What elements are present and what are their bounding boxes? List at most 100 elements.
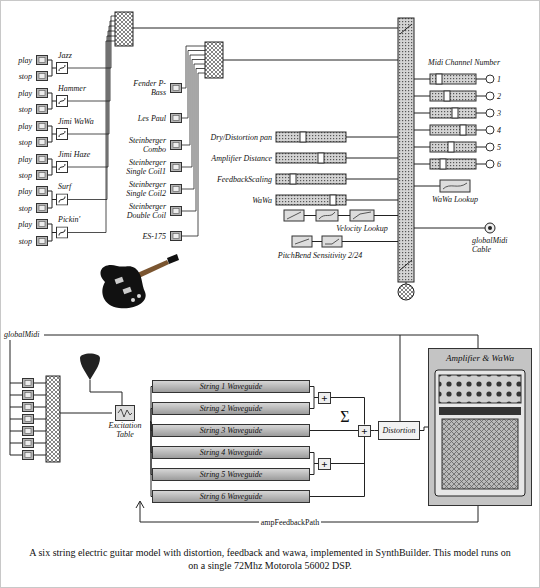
- mux-wire: [133, 28, 398, 29]
- guitar-model-label: Steinberger Single Coil2: [122, 180, 166, 198]
- preset-label: Jimi Haze: [58, 150, 90, 159]
- sum-symbol: Σ: [340, 408, 349, 426]
- string-waveguide: String 5 Waveguide: [152, 468, 310, 481]
- button-label: stop: [19, 138, 32, 147]
- guitar-buttons: [171, 84, 182, 241]
- node-text: String 5 Waveguide: [200, 469, 262, 480]
- amplifier-illustration: [434, 369, 526, 499]
- bus-switch: [400, 24, 412, 284]
- preset-label: Pickin': [58, 215, 80, 224]
- sum-junction: +: [318, 392, 331, 404]
- sum-junction: +: [358, 425, 371, 437]
- global-midi-wire: [10, 335, 478, 455]
- node-text: String 4 Waveguide: [200, 447, 262, 458]
- lookup-wire: [304, 215, 398, 216]
- channel-number: 6: [497, 160, 501, 169]
- slider-label: Amplifier Distance: [211, 154, 272, 163]
- amp-cabinet: [435, 370, 525, 496]
- slider-label: Dry/Distortion pan: [210, 133, 272, 142]
- distortion-box: Distortion: [378, 421, 420, 440]
- signal-wire: [371, 430, 378, 431]
- node-text: Distortion: [383, 422, 416, 439]
- lookup-curve: [443, 183, 467, 189]
- velocity-lookup-chain: [284, 210, 374, 221]
- preset-label: Jimi WaWa: [58, 117, 94, 126]
- button-label: play: [18, 56, 32, 65]
- node-text: +: [321, 393, 327, 403]
- signal-wire: [310, 398, 318, 409]
- string-waveguide: String 4 Waveguide: [152, 446, 310, 459]
- node-text: Amplifier & WaWa: [446, 353, 514, 364]
- figure-caption: A six string electric guitar model with …: [25, 546, 515, 572]
- preset-label: Surf: [58, 182, 71, 191]
- icon-box: [116, 406, 135, 421]
- slider-wire: [346, 137, 398, 200]
- excitation-table: Excitation Table: [100, 405, 150, 439]
- signal-wire: [310, 453, 318, 464]
- guitar-model-label: Les Paul: [122, 114, 166, 123]
- slider-label: WaWa: [252, 196, 272, 205]
- guitar-mux: [205, 42, 223, 78]
- channel-number: 5: [497, 143, 501, 152]
- signal-wire: [310, 387, 318, 398]
- guitar-model-label: ES-175: [122, 232, 166, 241]
- button-wire: [48, 60, 56, 241]
- lookup-label: WaWa Lookup: [432, 195, 478, 204]
- button-label: stop: [19, 72, 32, 81]
- button-label: play: [18, 155, 32, 164]
- node-text: Excitation Table: [100, 421, 150, 439]
- lookup-label: globalMidi Cable: [472, 236, 516, 254]
- button-label: stop: [19, 105, 32, 114]
- excitation-icon: [115, 405, 135, 421]
- string-waveguide: String 1 Waveguide: [152, 380, 310, 393]
- guitar-model-label: Steinberger Single Coil1: [122, 158, 166, 176]
- channel-number: 1: [497, 75, 501, 84]
- midi-channel-switches: [430, 74, 494, 169]
- amplifier-panel: Amplifier & WaWa: [428, 348, 532, 506]
- string-waveguide: String 6 Waveguide: [152, 490, 310, 503]
- signal-wire: [331, 437, 365, 464]
- signal-name: globalMidi: [4, 330, 40, 339]
- signal-wire: [420, 427, 428, 431]
- icon-wave: [118, 409, 132, 417]
- amp-grille: [442, 419, 518, 489]
- pitchbend-wire: [312, 241, 398, 242]
- parameter-sliders: [276, 132, 346, 205]
- signal-wire: [310, 430, 358, 431]
- guitar-model-label: Steinberger Double Coil: [122, 202, 166, 220]
- amp-logo-bar: [439, 407, 521, 415]
- lookup-label: Velocity Lookup: [336, 224, 387, 233]
- guitar-wire: [182, 46, 205, 236]
- midi-bus: [398, 18, 414, 282]
- cable-jack: [485, 223, 495, 233]
- preset-label: Jazz: [58, 51, 72, 60]
- string-select-buttons: [23, 379, 34, 460]
- play-stop-buttons: [37, 56, 48, 246]
- node-text: String 2 Waveguide: [200, 403, 262, 414]
- node-text: String 6 Waveguide: [200, 491, 262, 502]
- button-label: play: [18, 122, 32, 131]
- guitar-pick: [80, 354, 100, 381]
- channel-number: 2: [497, 92, 501, 101]
- signal-name: ampFeedbackPath: [259, 518, 322, 527]
- wawa-lookup-box: [440, 180, 470, 192]
- section-label: Midi Channel Number: [428, 58, 500, 67]
- string-mux: [46, 376, 60, 462]
- pick-wire: [90, 380, 122, 405]
- button-label: stop: [19, 237, 32, 246]
- string-waveguide: String 3 Waveguide: [152, 424, 310, 437]
- mux-wire: [223, 60, 398, 61]
- button-label: stop: [19, 204, 32, 213]
- node-text: +: [361, 426, 367, 436]
- amp-control-panel: [439, 375, 521, 403]
- node-text: String 3 Waveguide: [200, 425, 262, 436]
- guitar-model-label: Fender P-Bass: [122, 79, 166, 97]
- node-text: +: [321, 459, 327, 469]
- preset-label: Hammer: [58, 84, 86, 93]
- signal-wire: [310, 437, 365, 497]
- signal-wire: [310, 464, 318, 475]
- channel-number: 4: [497, 126, 501, 135]
- lookup-label: PitchBend Sensitivity 2/24: [278, 251, 362, 260]
- string-waveguide: String 2 Waveguide: [152, 402, 310, 415]
